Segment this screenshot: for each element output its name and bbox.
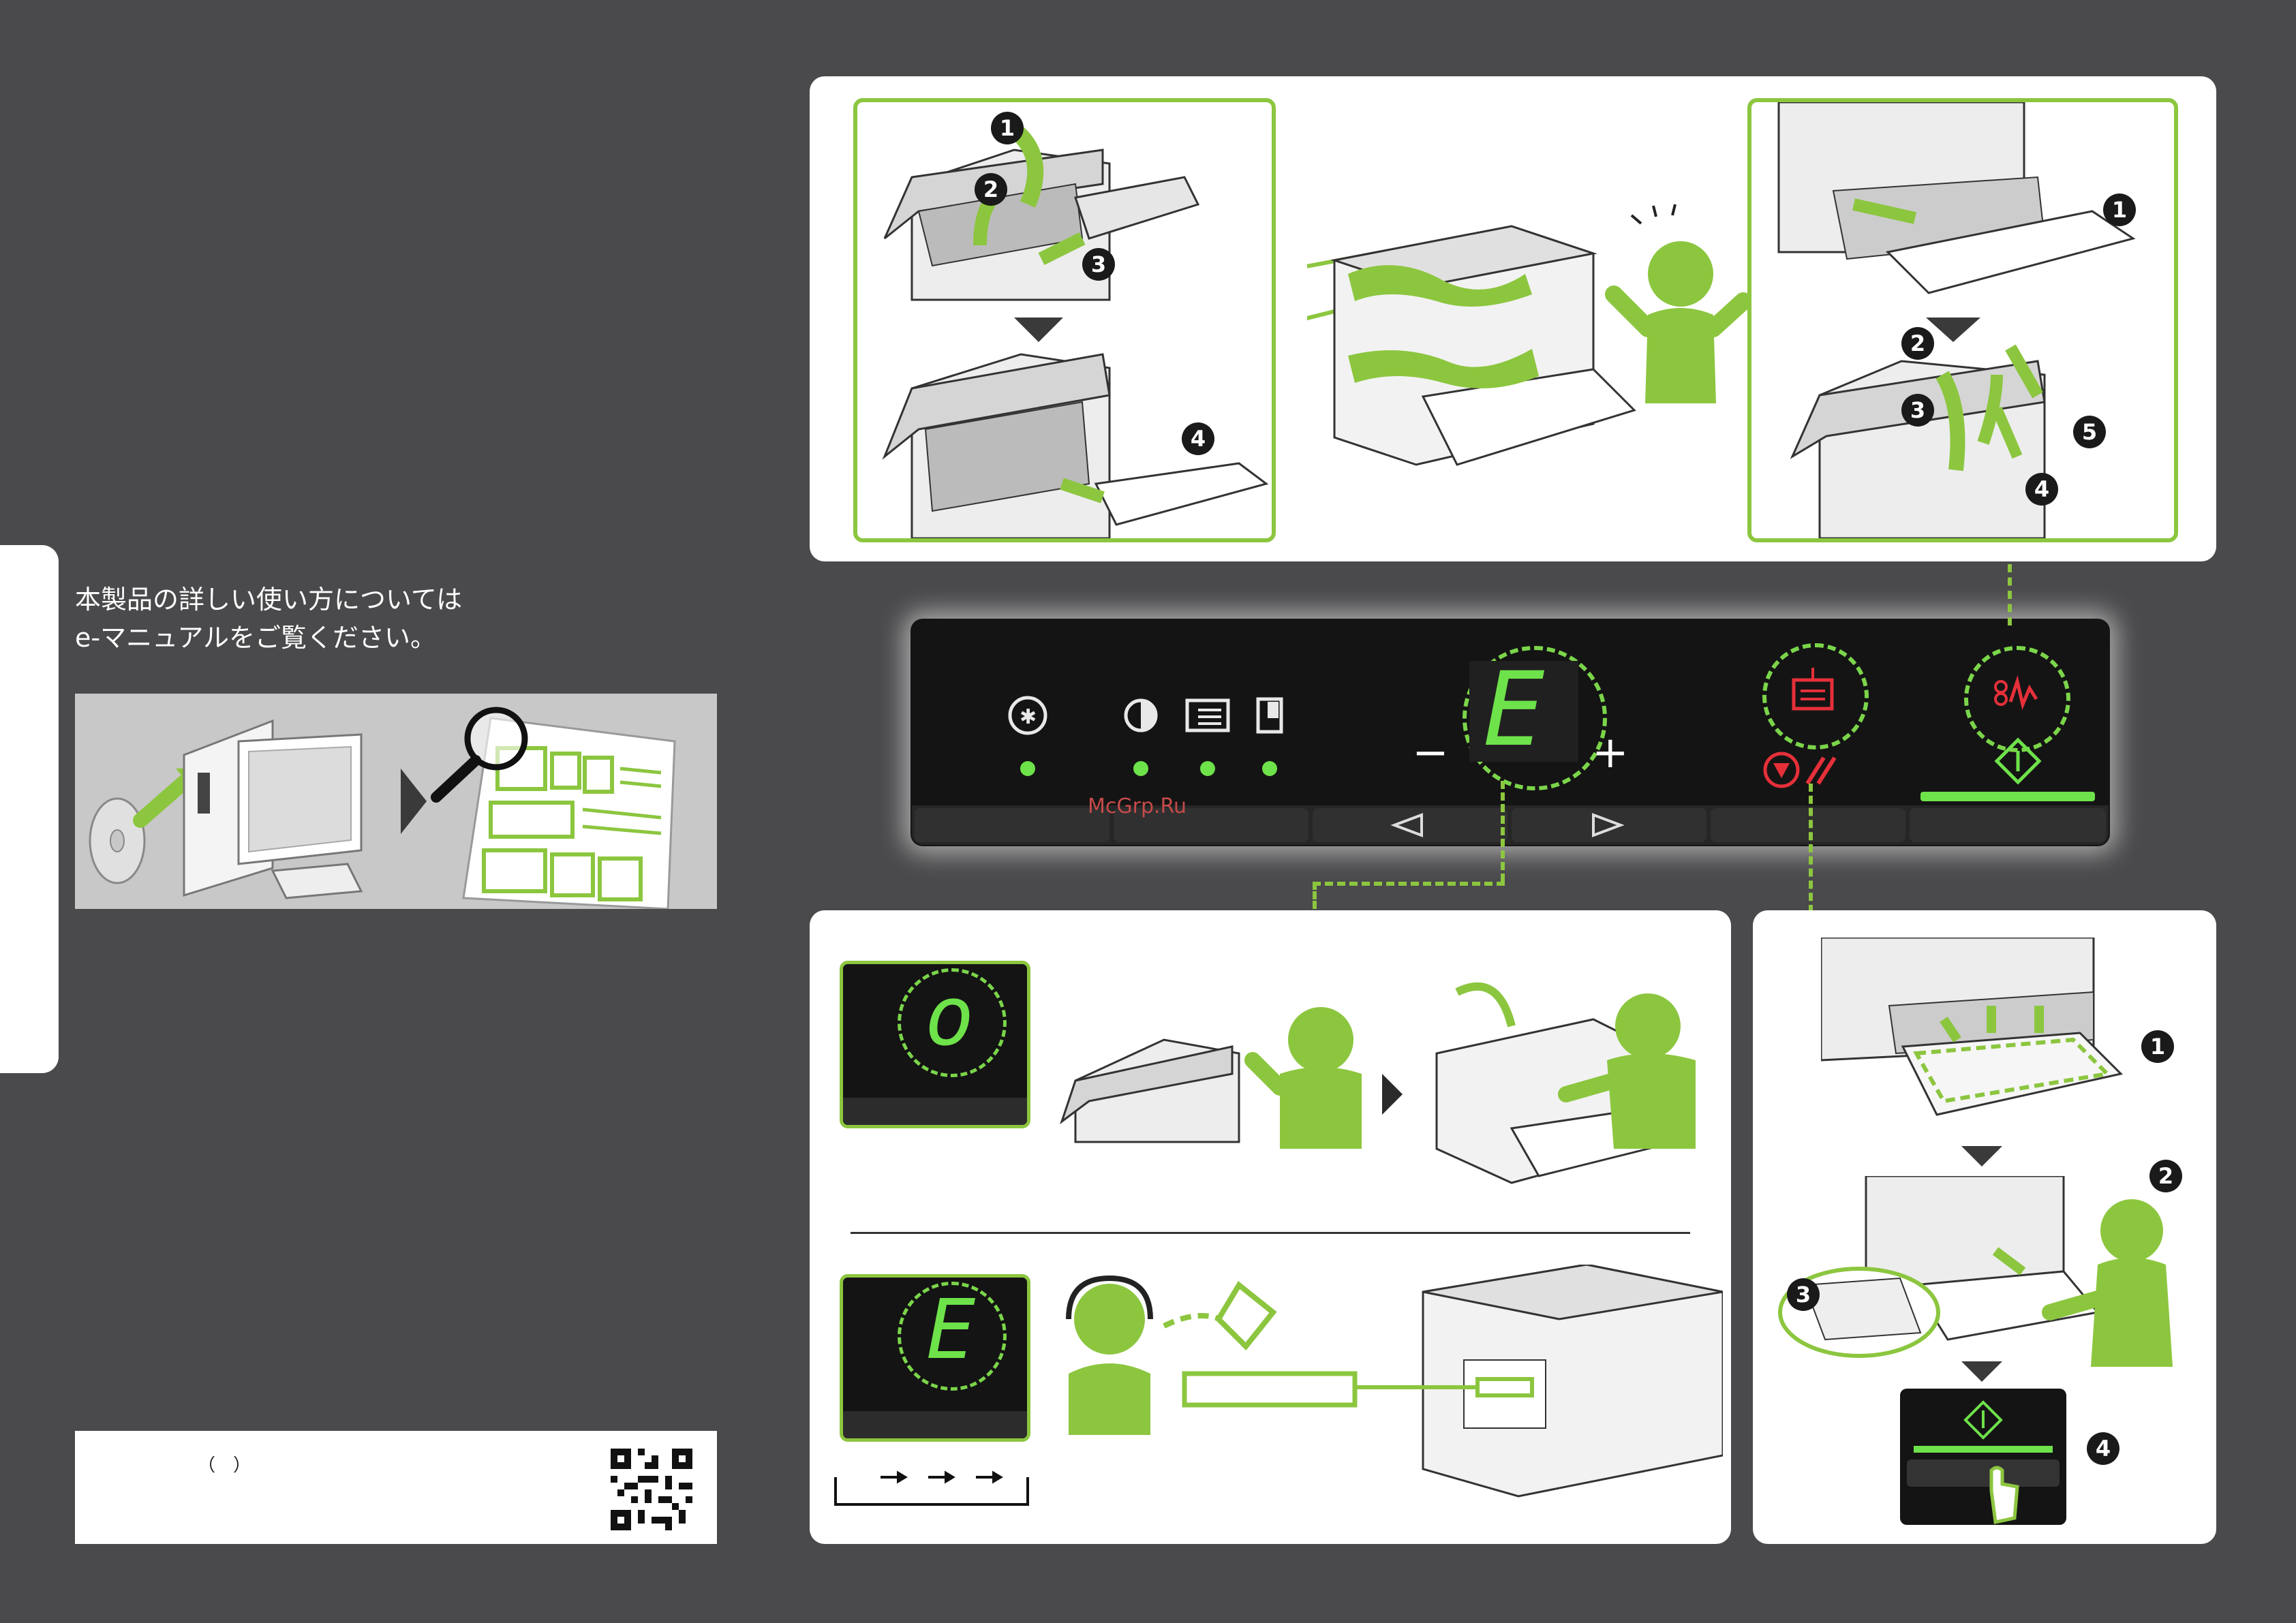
tray-illustration <box>1821 938 2128 1142</box>
minus-button[interactable] <box>1313 808 1507 842</box>
alarm-icon <box>1991 675 2039 715</box>
connector-clear <box>1809 784 1813 913</box>
intro-text: 本製品の詳しい使い方については e-マニュアルをご覧ください。 <box>75 581 688 657</box>
section-divider <box>851 1232 1690 1234</box>
load-paper-illustration <box>1777 1176 2200 1380</box>
svg-text:✱: ✱ <box>1020 705 1037 729</box>
connector-display-h <box>1313 882 1505 886</box>
intro-line-1: 本製品の詳しい使い方については <box>75 581 688 619</box>
start-button[interactable] <box>1910 808 2106 842</box>
mini-display-top: o <box>840 961 1030 1128</box>
right-step-2-badge: 2 <box>1901 327 1934 360</box>
open-cover-illustration <box>1048 978 1702 1210</box>
step-2-badge: 2 <box>975 173 1007 206</box>
mini-display-top-buttons <box>843 1098 1027 1125</box>
load-step-1-badge: 1 <box>2141 1030 2174 1063</box>
load-step-3-badge: 3 <box>1787 1278 1820 1311</box>
connector-display <box>1501 781 1505 882</box>
mini-display-top-char: o <box>925 970 974 1065</box>
mini-display-bottom-char: E <box>926 1283 975 1378</box>
watermark: McGrp.Ru <box>1088 794 1187 818</box>
bracket-text: （ ） <box>198 1451 251 1477</box>
side-tab <box>0 545 59 1073</box>
start-button-closeup <box>1900 1389 2066 1525</box>
right-step-4-badge: 4 <box>2025 473 2058 506</box>
jam-output-box: 1 2 3 4 5 <box>1747 98 2178 542</box>
intro-line-2: e-マニュアルをご覧ください。 <box>75 619 688 657</box>
mini-display-bottom: E <box>840 1274 1030 1442</box>
emanual-illustration <box>75 694 717 909</box>
function-icons: ✱ <box>985 695 1353 777</box>
connector-top <box>2008 564 2012 625</box>
down-arrow-2 <box>1961 1361 2002 1382</box>
right-step-1-badge: 1 <box>2103 194 2136 226</box>
step-3-badge: 3 <box>1082 248 1115 281</box>
plus-label: + <box>1592 728 1629 778</box>
footer-info-box: （ ） <box>75 1431 717 1544</box>
error-code-panel: o E <box>810 910 1731 1544</box>
load-step-2-badge: 2 <box>2149 1160 2182 1192</box>
qr-code <box>611 1449 692 1530</box>
jam-inside-box: 1 2 3 4 <box>853 98 1276 542</box>
center-printer-illustration <box>1307 179 1757 560</box>
start-bar <box>1920 792 2095 801</box>
right-step-5-badge: 5 <box>2073 416 2106 448</box>
plus-button[interactable] <box>1512 808 1706 842</box>
sequence-arrows <box>833 1464 1030 1507</box>
paper-jam-panel: 1 2 3 4 <box>810 76 2216 561</box>
stop-button[interactable] <box>1711 808 1905 842</box>
connector-display-v <box>1313 882 1317 909</box>
right-step-3-badge: 3 <box>1901 394 1934 427</box>
step-1-badge: 1 <box>991 112 1024 144</box>
step-4-badge: 4 <box>1182 422 1214 455</box>
stop-icon <box>1762 749 1844 790</box>
start-icon <box>1994 737 2042 785</box>
display-character: E <box>1483 655 1544 764</box>
load-paper-panel: 1 2 3 4 <box>1753 910 2216 1544</box>
minus-label: − <box>1412 728 1449 778</box>
clear-icon <box>1790 666 1837 714</box>
service-call-illustration <box>1041 1265 1723 1537</box>
control-panel: ✱ E − + <box>910 619 2110 846</box>
function-button-1[interactable] <box>915 808 1109 842</box>
mini-display-bottom-buttons <box>843 1411 1027 1438</box>
segment-display: E <box>1469 661 1578 762</box>
down-arrow-1 <box>1961 1146 2002 1166</box>
load-step-4-badge: 4 <box>2087 1432 2119 1465</box>
